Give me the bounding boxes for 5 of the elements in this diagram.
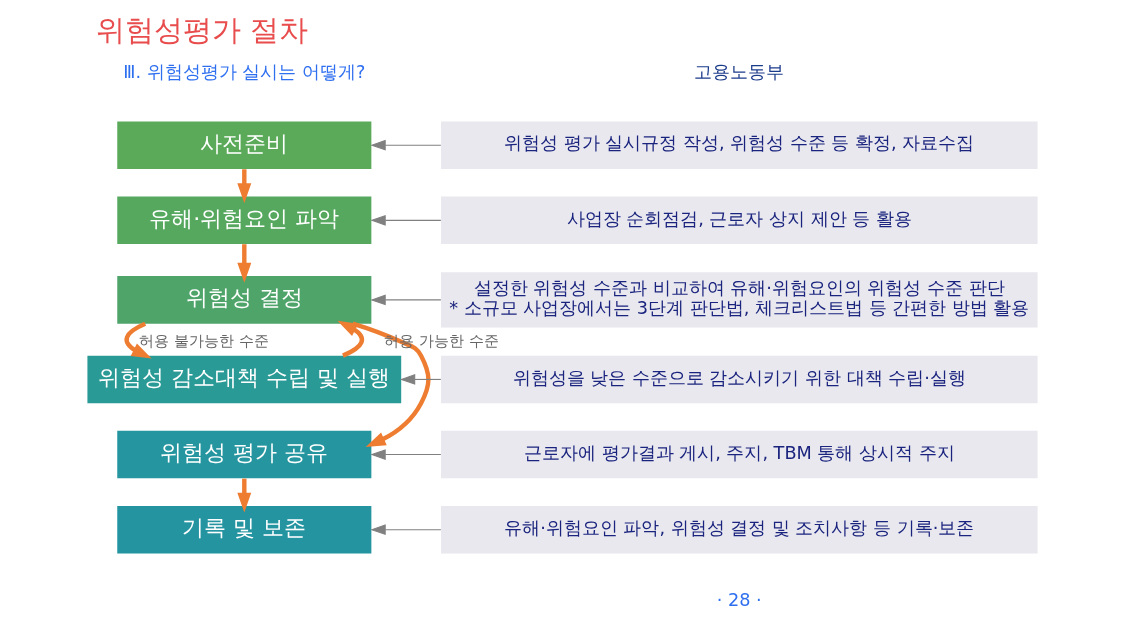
edge-label: 허용 불가능한 수준 bbox=[139, 332, 270, 351]
label: · 28 · bbox=[716, 589, 762, 610]
diagram-title: 위험성평가 절차 bbox=[96, 13, 309, 48]
label: 고용노동부 bbox=[694, 61, 785, 82]
label: Ⅲ. 위험성평가 실시는 어떻게? bbox=[123, 61, 366, 82]
